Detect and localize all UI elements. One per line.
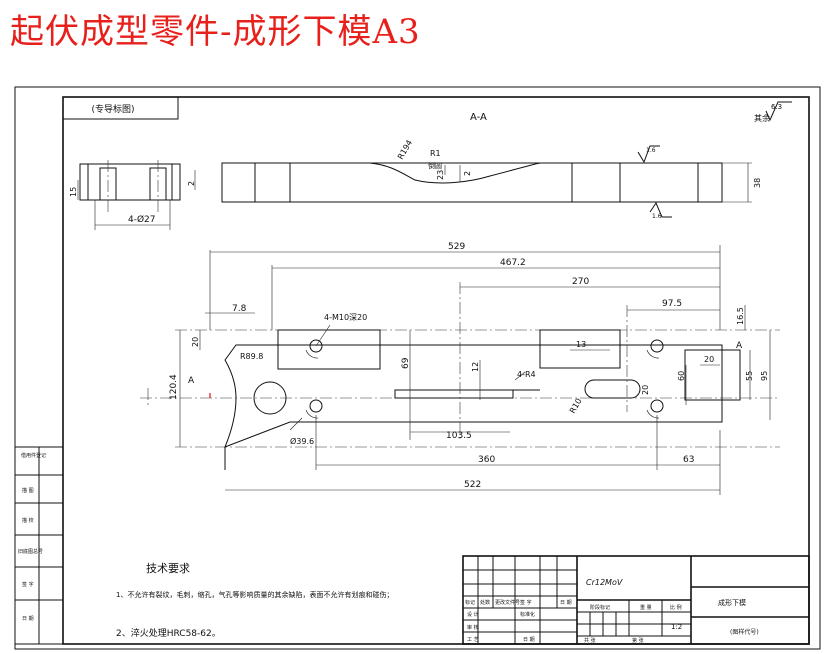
dim-4-m10: 4-M10深20 [324, 313, 367, 322]
dim-20-slot: 20 [641, 385, 650, 395]
inner-border [62, 96, 810, 645]
dim-522: 522 [464, 480, 481, 490]
plan-view [140, 282, 780, 470]
tb-sheet-no: 第 张 [632, 637, 644, 644]
dim-7-8: 7.8 [232, 304, 247, 314]
dim-dia39-6: Ø39.6 [290, 436, 314, 446]
side-register-block [14, 446, 64, 645]
tb-qty: 处数 [480, 599, 490, 606]
dim-20-right: 20 [704, 355, 714, 364]
tb-review: 审 核 [467, 624, 479, 631]
dim-529: 529 [448, 242, 465, 252]
plan-dimensions [179, 245, 771, 495]
tech-req-item-2: 2、淬火处理HRC58-62。 [116, 627, 221, 639]
surface-mark-top: 1.6 [646, 147, 656, 154]
dim-97-5: 97.5 [662, 299, 682, 309]
dim-467-2: 467.2 [500, 258, 526, 268]
tb-material: Cr12MoV [586, 578, 623, 587]
dim-95: 95 [760, 371, 769, 381]
dim-4-r4: 4-R4 [517, 370, 536, 379]
tb-design: 设 计 [467, 611, 479, 618]
section-view [221, 145, 752, 218]
drawing-title: 起伏成型零件-成形下模A3 [10, 12, 421, 52]
tb-part-name: 成形下模 [718, 598, 746, 607]
dim-r1: R1 [430, 149, 441, 158]
dim-103-5: 103.5 [446, 431, 472, 441]
fillet-note: 倒圆 [428, 161, 442, 170]
tb-file: 更改文件号 [495, 599, 520, 606]
side-label-3: 旧底图总号 [18, 548, 43, 555]
dim-60: 60 [677, 371, 686, 381]
dim-12: 12 [471, 362, 480, 372]
dim-r10: R10 [568, 397, 584, 415]
side-label-2: 描 校 [22, 517, 34, 524]
tb-ratio: 比 例 [670, 604, 682, 611]
dim-360: 360 [478, 455, 495, 465]
dim-38: 38 [753, 178, 762, 188]
svg-text:(专导标图): (专导标图) [91, 103, 134, 115]
dim-23: 23 [436, 170, 445, 180]
roughness-symbol: 其余 6.3 [754, 101, 792, 123]
side-label-5: 日 期 [22, 616, 34, 622]
dim-270: 270 [572, 277, 589, 287]
tech-req-heading: 技术要求 [146, 562, 190, 575]
side-view-left [77, 160, 196, 230]
dim-2-section: 2 [463, 171, 472, 176]
dim-15: 15 [69, 187, 78, 197]
outer-border [14, 86, 821, 650]
dim-69: 69 [401, 357, 411, 369]
surface-mark-bottom: 1.6 [652, 213, 662, 220]
dim-2-left: 2 [187, 181, 196, 186]
tb-mark: 标记 [465, 599, 475, 606]
dim-r89-8: R89.8 [240, 352, 263, 361]
dim-55: 55 [745, 371, 754, 381]
side-label-4: 签 字 [22, 581, 34, 588]
side-label-0: 借用件登记 [21, 452, 46, 459]
tb-stage: 阶段标记 [590, 604, 610, 611]
tb-approve: 日 期 [523, 637, 535, 643]
tb-date: 日 期 [560, 600, 572, 606]
title-block [462, 555, 810, 645]
dim-20-left: 20 [191, 337, 200, 347]
dim-13: 13 [576, 340, 586, 349]
tb-process: 工 艺 [467, 637, 479, 643]
svg-text:其余: 其余 [754, 113, 770, 123]
dim-63: 63 [683, 455, 694, 465]
dim-16-5: 16.5 [736, 307, 745, 325]
tb-sign: 签 字 [520, 599, 532, 606]
tb-weight: 重 量 [640, 604, 652, 611]
dim-120-4: 120.4 [169, 374, 179, 400]
cut-mark-left: A [188, 376, 195, 386]
tech-req-item-1: 1、不允许有裂纹，毛刺，缩孔，气孔等影响质量的其余缺陷，表面不允许有划痕和碰伤； [116, 590, 393, 599]
cut-mark-right: A [736, 341, 743, 351]
tb-standard: 标准化 [520, 611, 535, 618]
side-label-1: 描 图 [22, 487, 34, 494]
dim-4-dia27: 4-Ø27 [128, 214, 156, 225]
dim-r194: R194 [396, 138, 414, 161]
section-label: A-A [470, 112, 487, 123]
tb-drawing-code: (图样代号) [730, 628, 759, 636]
tb-sheet-total: 共 张 [584, 637, 596, 644]
svg-text:6.3: 6.3 [771, 103, 782, 111]
tb-scale: 1:2 [671, 623, 682, 631]
stamp-box: (专导标图) [62, 96, 179, 120]
